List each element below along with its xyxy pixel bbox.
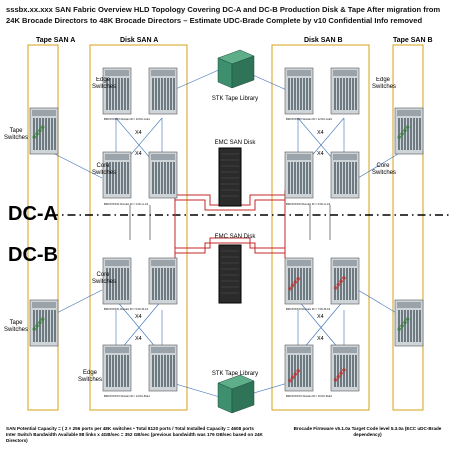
column-header-disk-san-a: Disk SAN A — [120, 37, 159, 44]
label-edge-switches-bottom: Edge Switches — [77, 370, 102, 383]
switch-edge-b-1 — [284, 67, 314, 115]
dc-b-label: DC-B — [8, 244, 58, 266]
label-core-switches-bottom: Core Switches — [92, 272, 117, 285]
switch-core-b-1 — [284, 151, 314, 199]
emc-disk-bottom — [218, 244, 242, 304]
disk-san-a-box — [89, 44, 188, 411]
svg-text:BRCXXXXXX Domain ID = 10 DC-A-: BRCXXXXXX Domain ID = 10 DC-A-E1 — [104, 117, 150, 121]
footer-right-line-2: dependency) — [353, 432, 382, 437]
svg-text:X4: X4 — [135, 314, 142, 320]
footer-left-line-2: Inter Switch Bandwidth Available 88 link… — [6, 432, 263, 443]
label-emc-san-disk-top: EMC SAN Disk — [214, 140, 256, 146]
column-header-tape-san-b: Tape SAN B — [393, 37, 433, 44]
switch-captions: BRCXXXXXX Domain ID = 10 DC-A-E1 BRCXXXX… — [104, 117, 332, 398]
dc-a-label: DC-A — [8, 203, 58, 225]
svg-text:X4: X4 — [135, 130, 142, 136]
column-header-disk-san-b: Disk SAN B — [304, 37, 343, 44]
svg-text:X4: X4 — [135, 336, 142, 342]
switch-edge-b-2 — [330, 67, 360, 115]
switch-edge-a-2 — [148, 67, 178, 115]
footer-right-line-1: Brocade Firmware v5.1.0a Target Code lev… — [293, 426, 442, 431]
footer-left: SAN Potential Capacity = ( 2 × 256 ports… — [6, 426, 276, 444]
switch-dcb-edge-a-1 — [102, 344, 132, 392]
svg-text:BRCXXXXXX Domain ID = 14 DC-B-: BRCXXXXXX Domain ID = 14 DC-B-E1 — [104, 394, 150, 398]
red-links — [174, 190, 286, 258]
footer-right: Brocade Firmware v5.1.0a Target Code lev… — [285, 426, 450, 438]
switch-core-b-2 — [330, 151, 360, 199]
svg-text:X4: X4 — [317, 151, 324, 157]
switch-edge-a-1 — [102, 67, 132, 115]
switch-dcb-core-a-2 — [148, 257, 178, 305]
label-edge-switches-top: Edge Switches — [92, 77, 117, 90]
label-stk-tape-library-bottom: STK Tape Library — [211, 371, 259, 377]
label-edge-switches-top-b: Edge Switches — [372, 77, 397, 90]
label-core-switches-top: Core Switches — [92, 163, 117, 176]
svg-text:X4: X4 — [135, 151, 142, 157]
footer-left-line-1: SAN Potential Capacity = ( 2 × 256 ports… — [6, 426, 254, 431]
svg-text:BRCXXXXX3 Domain ID = 7 DC-B-C: BRCXXXXX3 Domain ID = 7 DC-B-C3 — [286, 307, 331, 311]
svg-text:BRCXXXXX1 Domain ID = 1 DC-A-C: BRCXXXXX1 Domain ID = 1 DC-A-C1 — [104, 202, 149, 206]
label-tape-switches-bottom: Tape Switches — [3, 320, 28, 333]
label-emc-san-disk-bottom: EMC SAN Disk — [214, 234, 256, 240]
svg-text:BRCXXXXX1 Domain ID = 5 DC-B-C: BRCXXXXX1 Domain ID = 5 DC-B-C1 — [104, 307, 149, 311]
label-tape-switches-top: Tape Switches — [3, 128, 28, 141]
switch-dcb-edge-b-1 — [284, 344, 314, 392]
tape-san-b-box — [392, 44, 424, 411]
label-stk-tape-library-top: STK Tape Library — [211, 96, 259, 102]
column-header-tape-san-a: Tape SAN A — [36, 37, 76, 44]
stk-tape-library-top — [217, 49, 255, 89]
svg-text:X4: X4 — [317, 314, 324, 320]
switch-core-a-2 — [148, 151, 178, 199]
stk-tape-library-bottom — [217, 374, 255, 414]
svg-text:X4: X4 — [317, 336, 324, 342]
svg-text:X4: X4 — [317, 130, 324, 136]
disk-san-b-box — [271, 44, 370, 411]
switch-dcb-edge-b-2 — [330, 344, 360, 392]
svg-text:BRCXXXXXX Domain ID = 16 DC-B-: BRCXXXXXX Domain ID = 16 DC-B-E3 — [286, 394, 332, 398]
isl-lines — [129, 205, 331, 240]
tape-san-a-box — [27, 44, 59, 411]
svg-text:BRCXXXXX3 Domain ID = 3 DC-A-C: BRCXXXXX3 Domain ID = 3 DC-A-C3 — [286, 202, 331, 206]
label-core-switches-top-b: Core Switches — [372, 163, 397, 176]
switch-dcb-edge-a-2 — [148, 344, 178, 392]
emc-disk-top — [218, 147, 242, 207]
page-title: sssbx.xx.xxx SAN Fabric Overview HLD Top… — [6, 5, 441, 25]
link-labels: X4 X4 X4 X4 X4 X4 X4 X4 — [135, 130, 324, 342]
svg-text:BRCXXXXXX Domain ID = 12 DC-A-: BRCXXXXXX Domain ID = 12 DC-A-E3 — [286, 117, 332, 121]
